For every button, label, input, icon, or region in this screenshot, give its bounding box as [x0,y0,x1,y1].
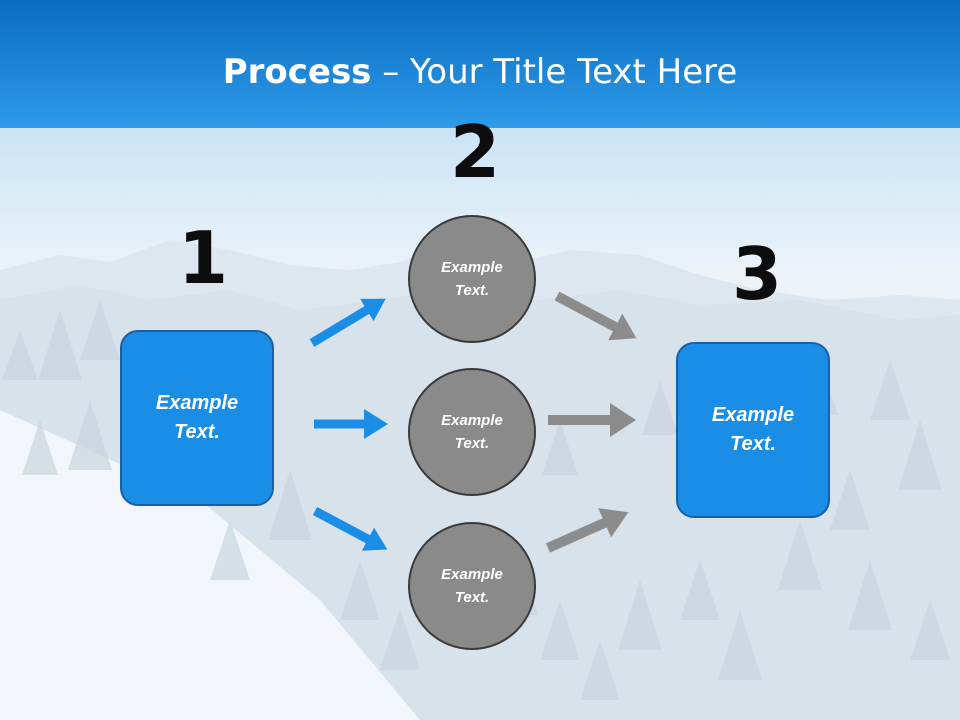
process-box-right: Example Text. [676,342,830,518]
process-circle-top: Example Text. [408,215,536,343]
process-circle-bottom: Example Text. [408,522,536,650]
arrow-top-to-right [554,291,637,341]
arrow-bottom-to-right [545,508,629,553]
process-circle-bottom-text: Example Text. [441,566,503,606]
step-number-2: 2 [450,110,501,194]
arrow-middle-to-right [548,403,636,437]
process-box-left-text: Example Text. [155,392,239,443]
step-number-1: 1 [178,216,229,300]
title-rest: – Your Title Text Here [382,52,738,92]
process-box-right-text: Example Text. [711,404,795,455]
process-circle-middle: Example Text. [408,368,536,496]
arrow-left-to-middle [314,409,388,439]
arrow-left-to-bottom [312,507,388,551]
process-box-left: Example Text. [120,330,274,506]
title-bold: Process [222,52,372,92]
arrow-left-to-top [309,298,386,347]
page-title: Process – Your Title Text Here [0,52,960,92]
step-number-3: 3 [732,232,783,316]
process-circle-top-text: Example Text. [441,259,503,299]
process-circle-middle-text: Example Text. [441,412,503,452]
